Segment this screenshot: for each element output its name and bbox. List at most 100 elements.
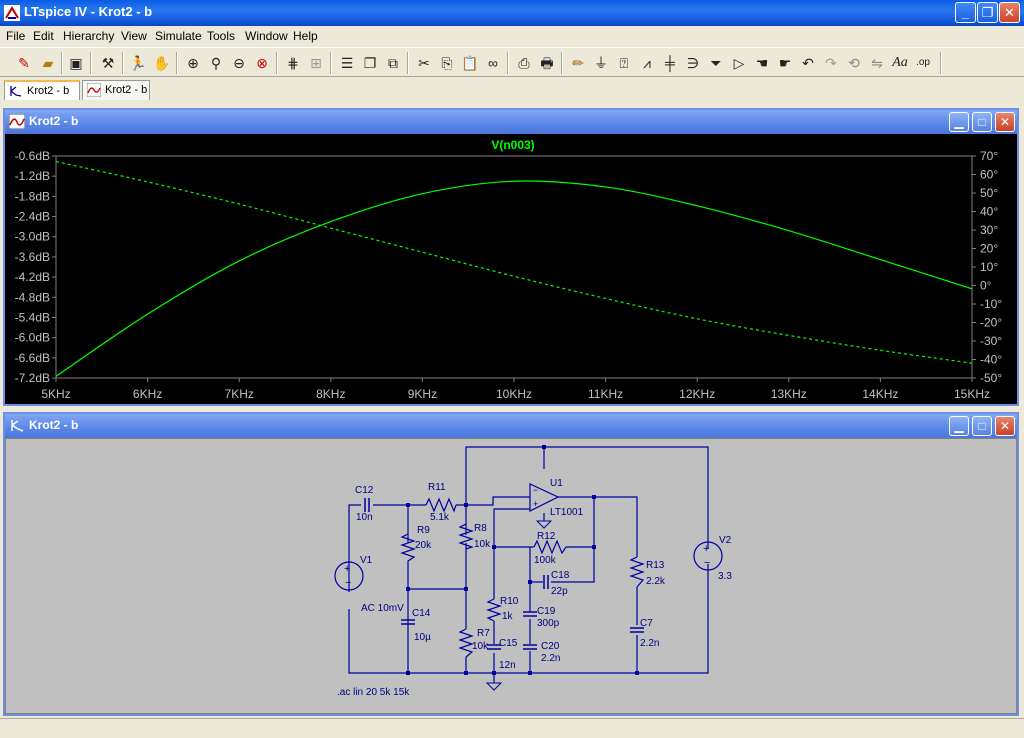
save-icon[interactable]: ▣	[69, 55, 83, 71]
menu-view[interactable]: View	[121, 29, 147, 43]
tile-windows-icon[interactable]: ⧉	[388, 55, 398, 71]
label-net-icon[interactable]: ⍰	[619, 55, 629, 71]
maximize-button[interactable]: ❐	[977, 2, 998, 23]
pan-icon[interactable]: ⚲	[210, 55, 222, 71]
value-c18[interactable]: 22p	[551, 586, 568, 597]
label-c20[interactable]: C20	[541, 641, 560, 652]
value-c14[interactable]: 10µ	[414, 632, 431, 643]
print-setup-icon[interactable]: ⎙	[518, 55, 530, 71]
menu-simulate[interactable]: Simulate	[155, 29, 202, 43]
value-r8[interactable]: 10k	[474, 539, 491, 550]
label-v2[interactable]: V2	[719, 535, 732, 546]
draw-wire-pencil-icon[interactable]: ✏	[572, 55, 584, 71]
menu-window[interactable]: Window	[245, 29, 288, 43]
value-v1-ac[interactable]: AC 10mV	[361, 603, 404, 614]
label-c14[interactable]: C14	[412, 608, 431, 619]
drag-hand-icon[interactable]: ☛	[778, 55, 792, 71]
value-r10[interactable]: 1k	[502, 611, 514, 622]
schematic-canvas[interactable]: − +	[5, 438, 1017, 714]
schematic-maximize-button[interactable]: □	[972, 416, 992, 436]
label-r8[interactable]: R8	[474, 523, 487, 534]
schematic-window[interactable]: Krot2 - b ▁ □ ✕	[3, 412, 1019, 716]
plot-maximize-button[interactable]: □	[972, 112, 992, 132]
find-binoculars-icon[interactable]: ∞	[488, 55, 498, 71]
grid-icon[interactable]: ⊞	[310, 55, 322, 71]
move-hand-icon[interactable]: ☚	[755, 55, 769, 71]
label-c19[interactable]: C19	[537, 606, 556, 617]
value-c19[interactable]: 300p	[537, 618, 560, 629]
spice-directive-op-icon[interactable]: .op	[916, 57, 930, 68]
value-r13[interactable]: 2.2k	[646, 576, 666, 587]
ground-icon[interactable]: ⏚	[594, 55, 608, 71]
menu-hierarchy[interactable]: Hierarchy	[63, 29, 115, 43]
plot-window-title-bar[interactable]: Krot2 - b ▁ □ ✕	[5, 110, 1017, 134]
rotate-icon[interactable]: ⟲	[848, 55, 860, 71]
capacitor-icon[interactable]: ╪	[665, 55, 675, 71]
value-r11[interactable]: 5.1k	[430, 512, 450, 523]
menu-edit[interactable]: Edit	[33, 29, 54, 43]
halt-hand-icon[interactable]: ✋	[153, 55, 171, 71]
zoom-out-icon[interactable]: ⊖	[233, 55, 245, 71]
tab-schematic[interactable]: Krot2 - b	[4, 80, 80, 100]
zoom-in-icon[interactable]: ⊕	[187, 55, 199, 71]
label-r9[interactable]: R9	[417, 525, 430, 536]
run-simulation-icon[interactable]: 🏃	[129, 55, 147, 71]
tile-horizontal-icon[interactable]: ☰	[340, 55, 354, 71]
value-r7[interactable]: 10k	[472, 641, 489, 652]
value-c7[interactable]: 2.2n	[640, 638, 659, 649]
autorange-icon[interactable]: ⋕	[287, 55, 299, 71]
component-icon[interactable]: ▷	[733, 55, 745, 71]
new-schematic-icon[interactable]: ✎	[18, 55, 30, 71]
value-r9[interactable]: 20k	[415, 540, 432, 551]
opamp-u1-symbol[interactable]	[529, 483, 560, 512]
label-c12[interactable]: C12	[355, 485, 374, 496]
label-c7[interactable]: C7	[640, 618, 653, 629]
redo-icon[interactable]: ↷	[825, 55, 837, 71]
copy-icon[interactable]: ⎘	[441, 55, 453, 71]
inductor-icon[interactable]: ∋	[686, 55, 700, 71]
diode-icon[interactable]: ⏷	[710, 55, 722, 71]
schematic-window-title-bar[interactable]: Krot2 - b ▁ □ ✕	[5, 414, 1017, 438]
trace-name-label[interactable]: V(n003)	[491, 138, 534, 152]
main-title-bar[interactable]: LTspice IV - Krot2 - b _ ❐ ✕	[0, 0, 1024, 26]
undo-icon[interactable]: ↶	[802, 55, 814, 71]
menu-file[interactable]: File	[6, 29, 26, 43]
plot-close-button[interactable]: ✕	[995, 112, 1015, 132]
resistor-icon[interactable]: ⩘	[643, 55, 651, 71]
label-r7[interactable]: R7	[477, 628, 490, 639]
cut-icon[interactable]: ✂	[418, 55, 430, 71]
plot-minimize-button[interactable]: ▁	[949, 112, 969, 132]
minimize-button[interactable]: _	[955, 2, 976, 23]
menu-tools[interactable]: Tools	[207, 29, 236, 43]
spice-directive[interactable]: .ac lin 20 5k 15k	[337, 687, 410, 698]
control-panel-hammer-icon[interactable]: ⚒	[101, 55, 115, 71]
label-r11[interactable]: R11	[428, 482, 446, 493]
cascade-windows-icon[interactable]: ❐	[363, 55, 377, 71]
schematic-minimize-button[interactable]: ▁	[949, 416, 969, 436]
paste-icon[interactable]: 📋	[461, 55, 479, 71]
value-c15[interactable]: 12n	[499, 660, 516, 671]
schematic-drawing[interactable]: − +	[6, 439, 1016, 713]
close-button[interactable]: ✕	[999, 2, 1020, 23]
label-c15[interactable]: C15	[499, 638, 518, 649]
value-c12[interactable]: 10n	[356, 512, 373, 523]
value-v2[interactable]: 3.3	[718, 571, 732, 582]
value-c20[interactable]: 2.2n	[541, 653, 560, 664]
tab-waveform[interactable]: Krot2 - b	[82, 80, 150, 100]
menu-help[interactable]: Help	[293, 29, 318, 43]
text-aa-icon[interactable]: Aa	[892, 55, 908, 70]
print-icon[interactable]: 🖶	[540, 55, 554, 71]
label-r13[interactable]: R13	[646, 560, 665, 571]
value-r12[interactable]: 100k	[534, 555, 557, 566]
zoom-fit-icon[interactable]: ⊗	[256, 55, 268, 71]
open-folder-icon[interactable]: ▰	[42, 55, 54, 71]
label-v1[interactable]: V1	[360, 555, 373, 566]
voltage-source-v1-symbol[interactable]	[334, 561, 364, 591]
label-c18[interactable]: C18	[551, 570, 570, 581]
label-u1[interactable]: U1	[550, 478, 563, 489]
mirror-icon[interactable]: ⇋	[871, 55, 883, 71]
part-u1[interactable]: LT1001	[550, 507, 584, 518]
